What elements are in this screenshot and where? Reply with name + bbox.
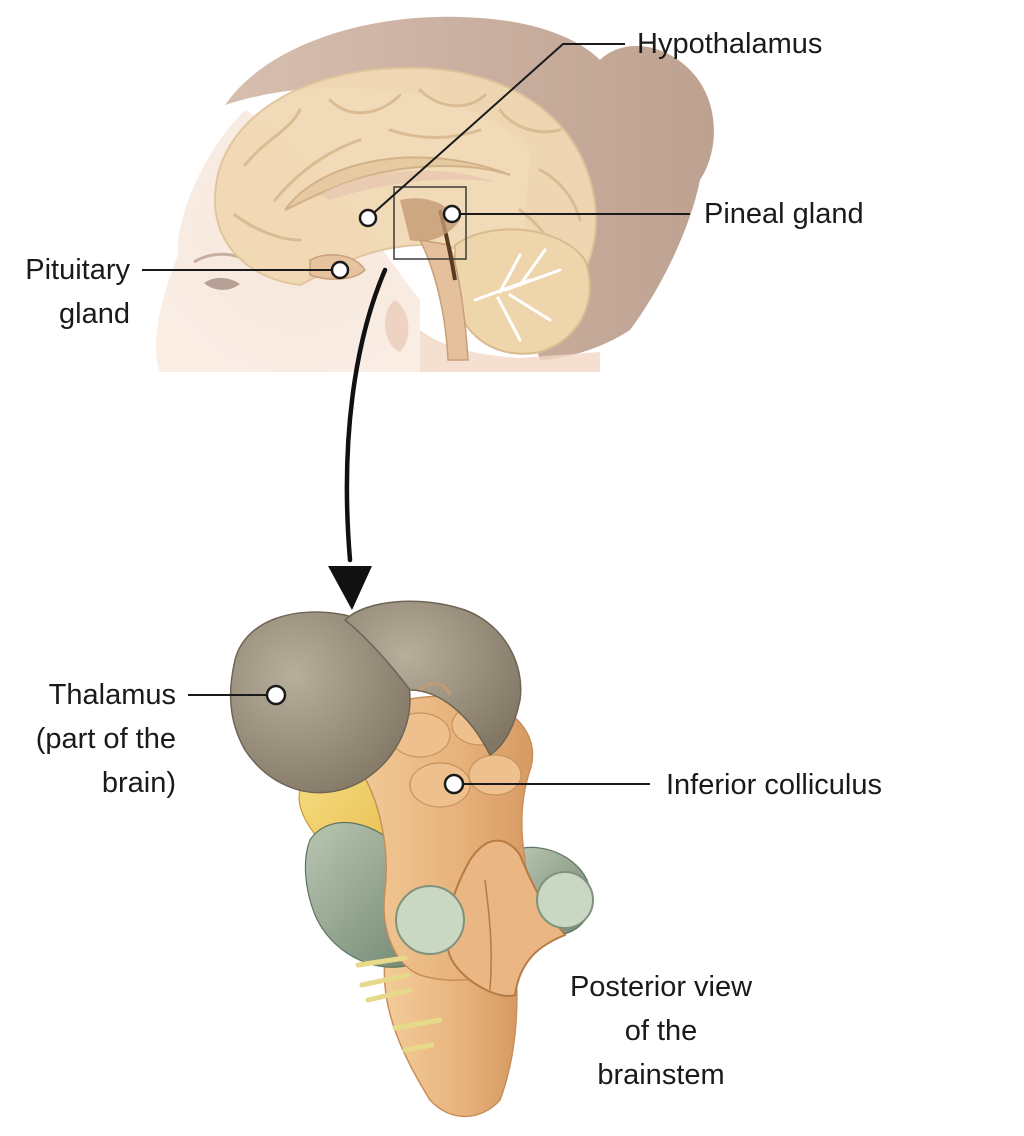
pineal-gland-label: Pineal gland	[704, 198, 864, 230]
cranial-nerve-roots	[355, 955, 443, 1053]
right-nerve-cut	[536, 871, 594, 929]
arbor-vitae	[473, 248, 562, 342]
thalamus-line-2: (part of the	[35, 723, 176, 755]
ear-shape	[384, 300, 409, 352]
cerebellum	[454, 228, 591, 355]
zoom-box	[393, 186, 467, 260]
pineal-stalk	[418, 682, 452, 696]
thalamus-label: Thalamus (part of the brain)	[0, 673, 176, 805]
pituitary-line-1: Pituitary	[25, 254, 130, 286]
neck-shape	[420, 330, 600, 372]
brainstem-sagittal	[418, 239, 469, 361]
arrowhead-icon	[328, 566, 372, 610]
inferior-colliculus-label: Inferior colliculus	[666, 769, 882, 801]
eye-shape	[204, 277, 240, 290]
fourth-ventricle-floor	[445, 839, 567, 997]
brainstem-posterior	[229, 600, 594, 1118]
hair-shape	[225, 16, 714, 360]
lateral-ventricle	[320, 170, 495, 200]
left-nerve-cut	[395, 885, 465, 955]
zoom-arrow	[328, 267, 388, 610]
hypothalamus-marker	[358, 208, 378, 228]
pituitary-line-2: gland	[59, 298, 130, 330]
thalamus-line-3: brain)	[101, 767, 176, 799]
left-thalamus	[229, 611, 411, 794]
inferior-marker	[443, 773, 465, 795]
median-sulcus	[484, 879, 492, 991]
posterior-view-label: Posterior view of the brainstem	[548, 965, 774, 1097]
leader-lines	[142, 43, 690, 785]
markers	[265, 204, 465, 795]
pituitary-marker	[330, 260, 350, 280]
thalamus-line-1: Thalamus	[48, 679, 176, 711]
corpus-callosum	[284, 156, 511, 211]
thalamus-marker	[265, 684, 287, 706]
brain-sagittal	[213, 66, 597, 361]
pineal-marker	[442, 204, 462, 224]
posterior-line-1: Posterior view	[569, 971, 753, 1003]
right-thalamus	[343, 600, 522, 757]
pituitary-gland-label: Pituitary gland	[0, 248, 130, 336]
hypothalamus-leader	[367, 43, 625, 219]
posterior-line-3: brainstem	[597, 1059, 725, 1091]
posterior-line-2: of the	[624, 1015, 698, 1047]
hypothalamus-label: Hypothalamus	[637, 28, 823, 60]
